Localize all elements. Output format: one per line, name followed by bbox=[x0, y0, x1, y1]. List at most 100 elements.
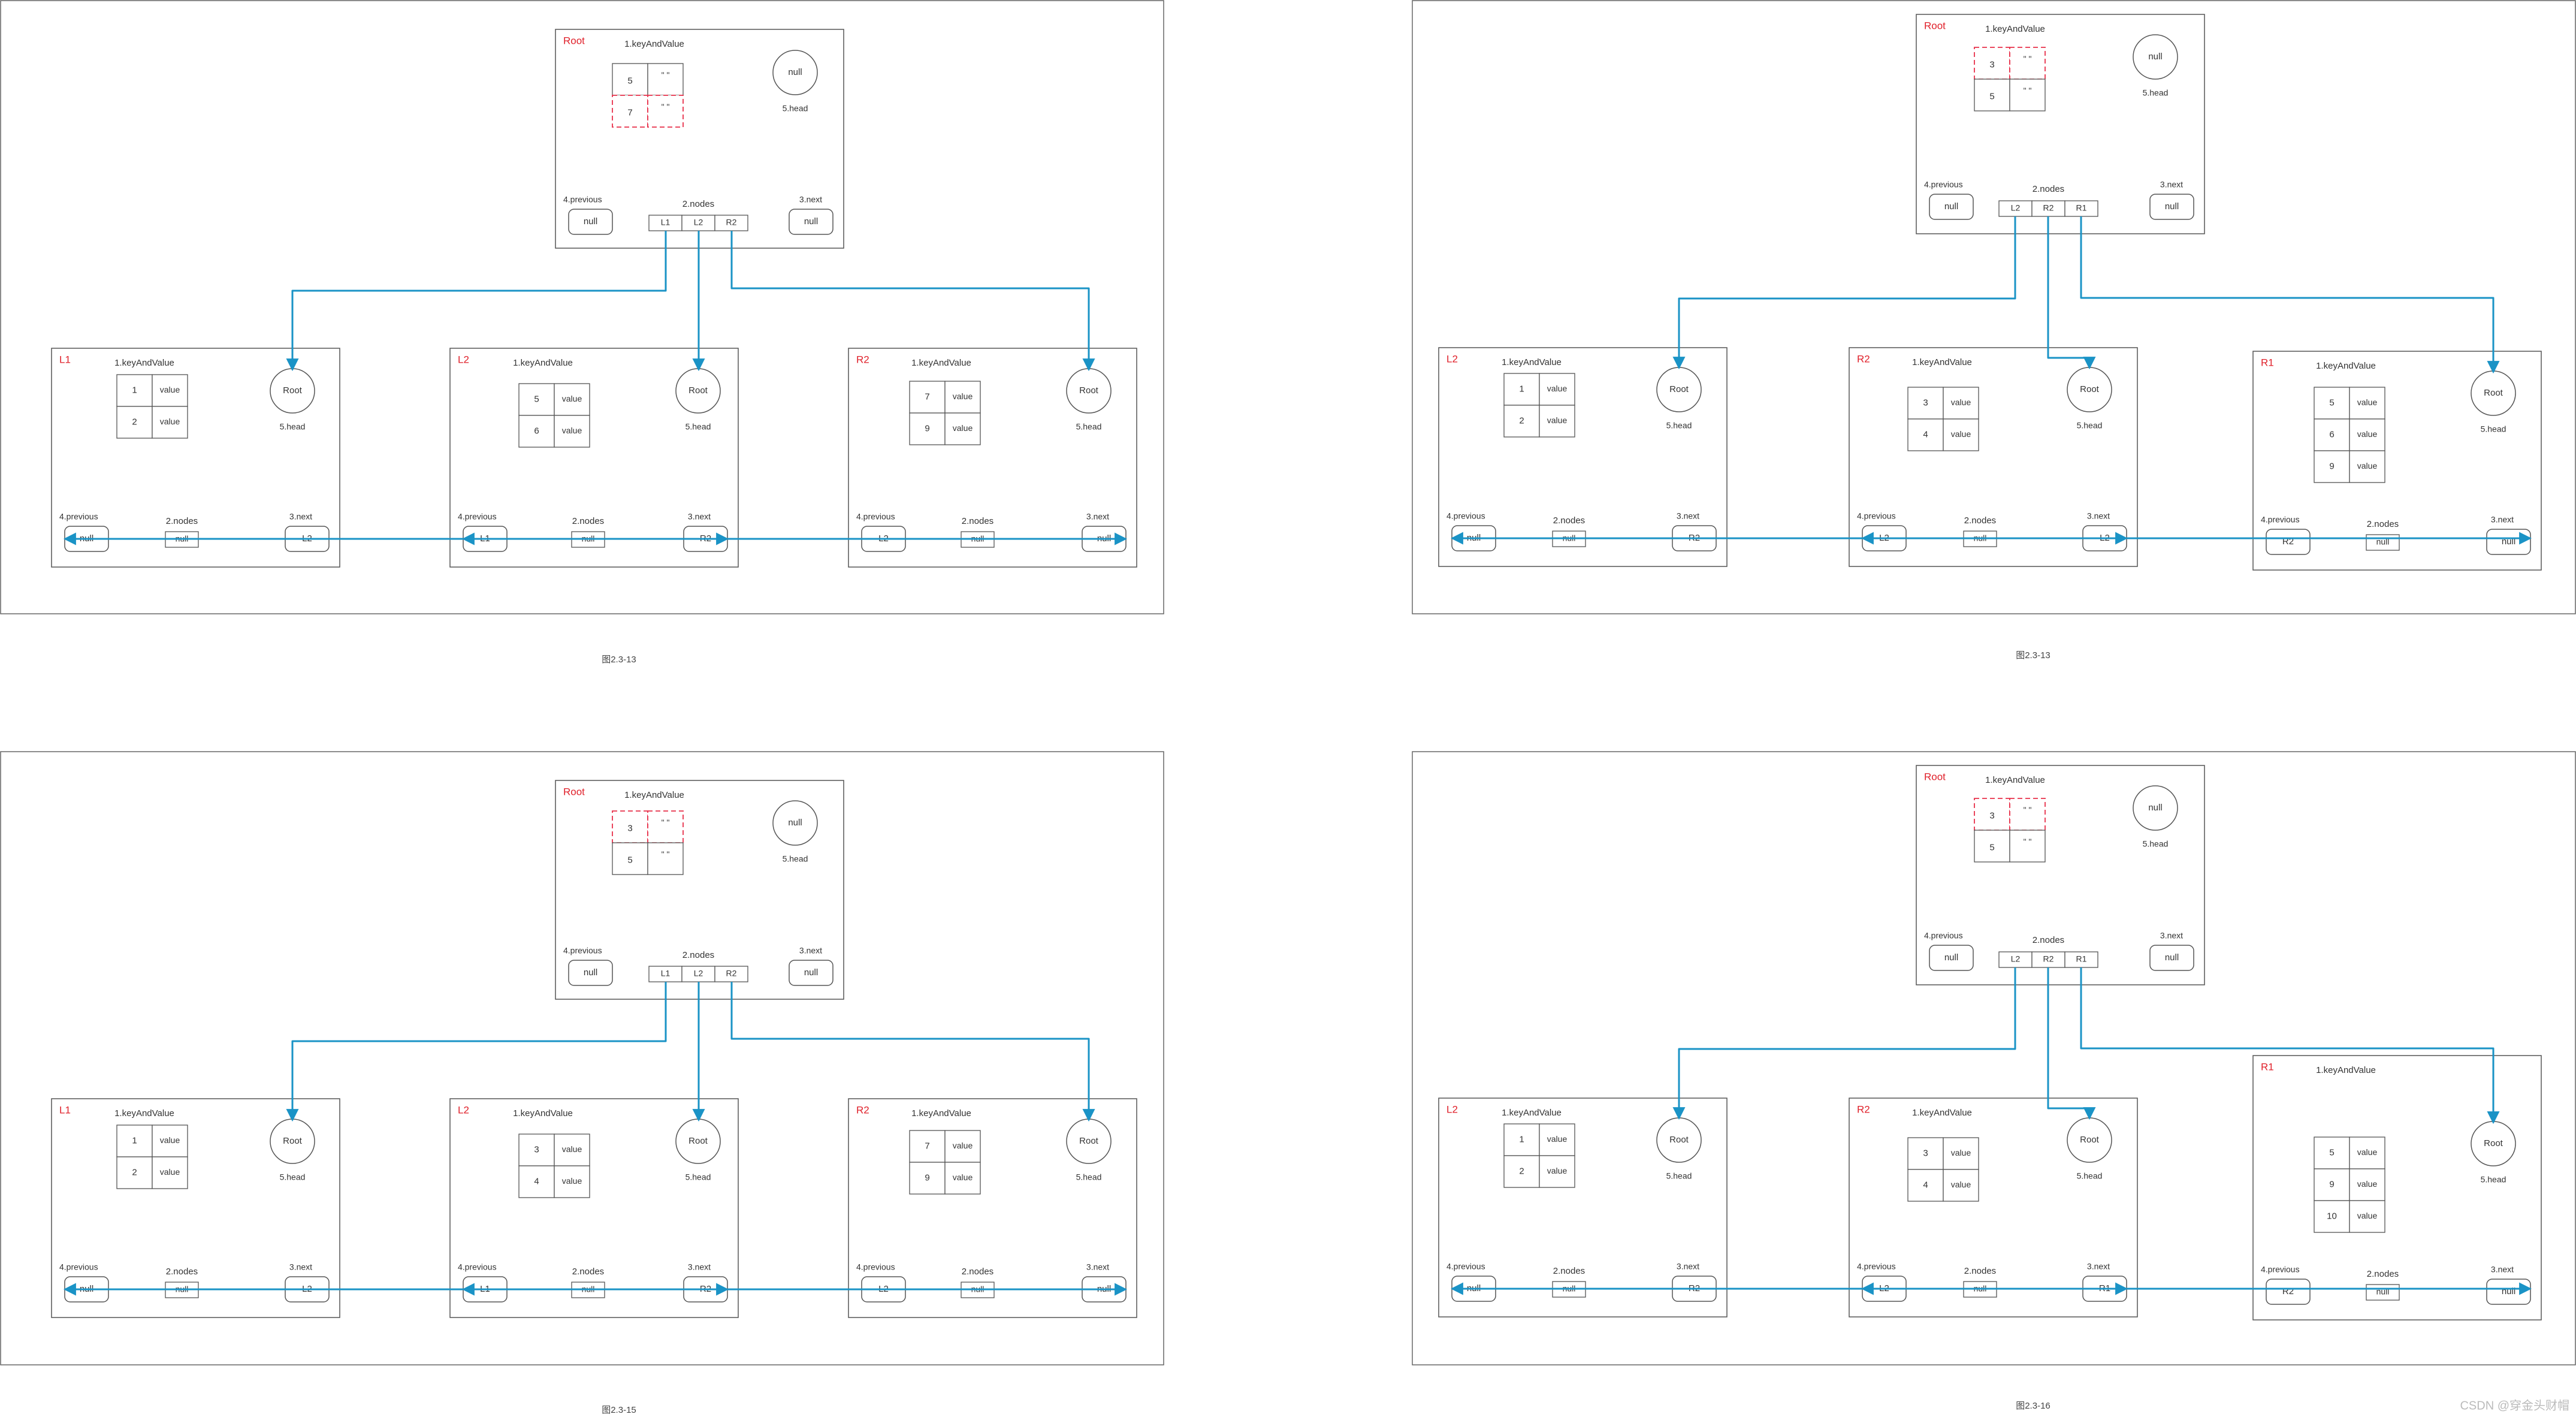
kv-label: 1.keyAndValue bbox=[911, 358, 971, 368]
next-label: 3.next bbox=[799, 946, 822, 955]
kv-key: 1 bbox=[1519, 384, 1524, 394]
nodes-entry: L2 bbox=[2011, 203, 2021, 213]
kv-key: 5 bbox=[1989, 91, 1994, 101]
kv-value-cell bbox=[2349, 1136, 2385, 1169]
next-label: 3.next bbox=[1086, 512, 1109, 521]
nodes-label: 2.nodes bbox=[2367, 519, 2399, 529]
previous-label: 4.previous bbox=[1446, 511, 1485, 521]
kv-key-cell bbox=[518, 1165, 555, 1198]
kv-key: 10 bbox=[2327, 1211, 2337, 1221]
head-value: Root bbox=[1669, 1135, 1689, 1145]
next-label: 3.next bbox=[2491, 515, 2514, 524]
node-name: R2 bbox=[856, 1104, 869, 1115]
root-name: Root bbox=[563, 35, 585, 46]
kv-label: 1.keyAndValue bbox=[1985, 24, 2045, 34]
node-name: L2 bbox=[1446, 1104, 1458, 1115]
nodes-entry: R2 bbox=[726, 969, 737, 978]
figure-caption: 图2.3-15 bbox=[602, 1405, 636, 1415]
kv-value-cell bbox=[944, 1162, 981, 1195]
kv-value-cell bbox=[2349, 387, 2385, 420]
head-circle bbox=[2133, 785, 2178, 831]
next-value-box bbox=[789, 209, 833, 235]
kv-value-cell bbox=[2349, 1168, 2385, 1201]
kv-key-cell bbox=[2314, 418, 2350, 451]
kv-value-cell bbox=[1943, 418, 1979, 451]
nodes-label: 2.nodes bbox=[2367, 1269, 2399, 1279]
kv-key: 2 bbox=[132, 1167, 137, 1177]
kv-key-cell bbox=[518, 415, 555, 448]
head-label: 5.head bbox=[280, 1172, 306, 1182]
kv-key: 9 bbox=[925, 423, 929, 433]
pointer-arrow bbox=[2080, 216, 2500, 374]
head-value: Root bbox=[1669, 384, 1689, 394]
kv-value-cell bbox=[152, 374, 188, 407]
node-name: L2 bbox=[458, 1104, 469, 1115]
kv-key: 3 bbox=[1923, 1148, 1928, 1158]
next-value: null bbox=[2165, 952, 2179, 963]
kv-value: value bbox=[1951, 1180, 1971, 1189]
kv-key: 9 bbox=[2329, 461, 2334, 471]
head-label: 5.head bbox=[783, 854, 808, 864]
kv-value: " " bbox=[662, 70, 670, 80]
head-value: Root bbox=[2484, 1138, 2503, 1148]
previous-value-box bbox=[1929, 194, 1974, 220]
kv-value: " " bbox=[662, 102, 670, 111]
kv-value-cell bbox=[1539, 1155, 1575, 1188]
nodes-label: 2.nodes bbox=[2033, 935, 2064, 945]
kv-value-cell bbox=[1539, 1123, 1575, 1156]
nodes-label: 2.nodes bbox=[962, 1267, 993, 1277]
pointer-arrow bbox=[730, 982, 1095, 1122]
pointer-arrow bbox=[2047, 216, 2096, 370]
kv-key: 7 bbox=[925, 391, 929, 402]
nodes-entry-box bbox=[2031, 951, 2065, 968]
next-label: 3.next bbox=[1677, 1262, 1699, 1271]
kv-value-cell bbox=[152, 1156, 188, 1189]
kv-key: 6 bbox=[534, 426, 539, 436]
kv-value: " " bbox=[662, 818, 670, 827]
head-value: Root bbox=[1079, 1136, 1099, 1146]
nodes-entry: R2 bbox=[2043, 954, 2054, 964]
kv-value: value bbox=[160, 1135, 180, 1145]
head-label: 5.head bbox=[2077, 1171, 2103, 1181]
head-label: 5.head bbox=[2143, 88, 2169, 98]
node-name: L1 bbox=[59, 1104, 71, 1115]
kv-label: 1.keyAndValue bbox=[2316, 361, 2376, 371]
nodes-entry-box bbox=[714, 966, 748, 982]
nodes-entry: L2 bbox=[694, 218, 703, 227]
head-value: Root bbox=[2080, 384, 2100, 394]
kv-value: value bbox=[562, 1144, 582, 1154]
panel-frame bbox=[0, 0, 1164, 614]
previous-label: 4.previous bbox=[856, 512, 895, 521]
next-label: 3.next bbox=[289, 512, 312, 521]
previous-label: 4.previous bbox=[59, 1262, 98, 1272]
nodes-entry: R2 bbox=[726, 218, 737, 227]
kv-value: value bbox=[562, 1176, 582, 1186]
kv-key: 7 bbox=[925, 1141, 929, 1151]
kv-key: 3 bbox=[534, 1144, 539, 1154]
next-label: 3.next bbox=[799, 195, 822, 204]
kv-value-cell bbox=[554, 383, 590, 416]
kv-label: 1.keyAndValue bbox=[513, 358, 573, 368]
panel-frame bbox=[0, 751, 1164, 1365]
previous-label: 4.previous bbox=[458, 512, 497, 521]
kv-key: 3 bbox=[1923, 397, 1928, 408]
kv-key-cell bbox=[1974, 830, 2010, 863]
kv-value: " " bbox=[2024, 805, 2032, 815]
kv-key: 2 bbox=[1519, 1166, 1524, 1176]
kv-label: 1.keyAndValue bbox=[2316, 1065, 2376, 1075]
kv-key: 2 bbox=[132, 417, 137, 427]
kv-key-cell bbox=[2314, 1136, 2350, 1169]
nodes-entry-box bbox=[714, 215, 748, 231]
kv-value: value bbox=[1547, 1166, 1568, 1175]
kv-value: value bbox=[2357, 397, 2378, 407]
head-value: Root bbox=[283, 1136, 303, 1146]
kv-key-cell bbox=[1503, 405, 1540, 438]
head-value: Root bbox=[2080, 1135, 2100, 1145]
pointer-arrow bbox=[2047, 967, 2096, 1120]
